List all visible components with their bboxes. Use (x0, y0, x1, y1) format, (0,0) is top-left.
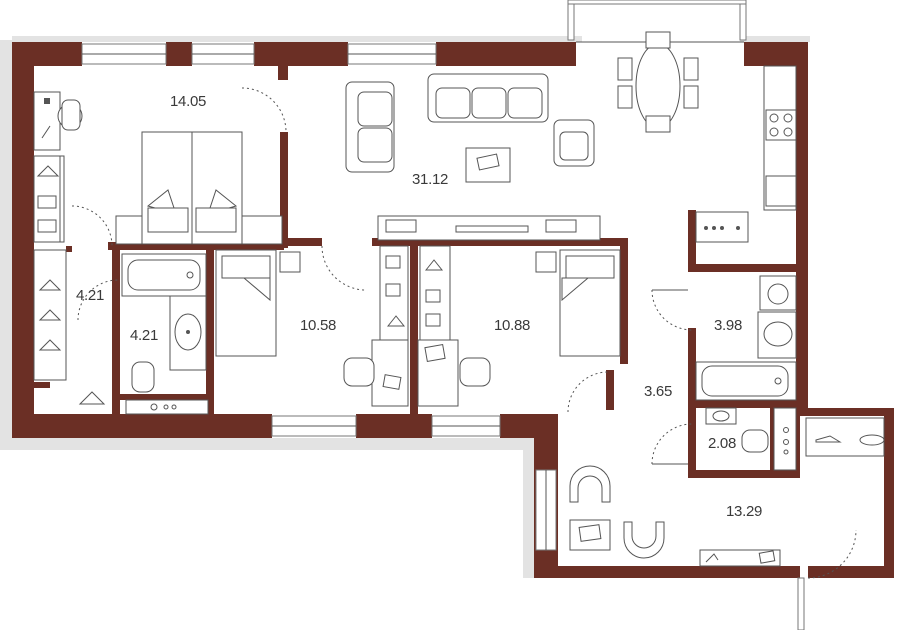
area-bedroom-large: 14.05 (170, 93, 206, 110)
console-table-icon (699, 549, 781, 567)
sofa-icon (345, 73, 549, 173)
desk-chair-right-icon (417, 245, 491, 407)
desk-icon (33, 91, 83, 151)
toilet-icon (125, 361, 209, 415)
hall-armchairs-icon (569, 465, 665, 559)
area-wardrobe: 4.21 (76, 287, 104, 304)
tv-unit-icon (377, 215, 601, 241)
coffee-table-icon (465, 147, 511, 183)
sink-right-icon (757, 311, 797, 359)
washing-machine-icon (759, 275, 797, 311)
bathtub-icon (121, 253, 207, 297)
sink-icon (169, 295, 207, 371)
exterior-shadow (0, 36, 810, 578)
bathtub-right-icon (695, 361, 797, 401)
area-corridor: 3.65 (644, 383, 672, 400)
windows (81, 0, 805, 630)
furniture (33, 31, 885, 567)
kitchen-counter-icon (695, 65, 797, 243)
single-bed-right-icon (535, 249, 621, 357)
armchair-icon (553, 119, 595, 167)
double-bed-icon (115, 131, 283, 245)
walls (12, 42, 894, 578)
area-hall: 13.29 (726, 503, 762, 520)
toilet-right-icon (705, 407, 797, 471)
shoe-shelf-icon (805, 417, 885, 457)
area-bedroom-right: 10.88 (494, 317, 530, 334)
area-bedroom-middle: 10.58 (300, 317, 336, 334)
doors (71, 87, 857, 579)
room-area-labels: 14.05 31.12 4.21 4.21 10.58 10.88 3.98 3… (76, 93, 762, 520)
wardrobe-icon (33, 155, 106, 405)
area-living-kitchen: 31.12 (412, 171, 448, 188)
area-toilet: 2.08 (708, 435, 736, 452)
single-bed-icon (215, 249, 301, 357)
area-bathroom-right: 3.98 (714, 317, 742, 334)
dining-table-icon (617, 31, 699, 133)
area-bathroom-left: 4.21 (130, 327, 158, 344)
desk-chair-icon (343, 245, 409, 407)
